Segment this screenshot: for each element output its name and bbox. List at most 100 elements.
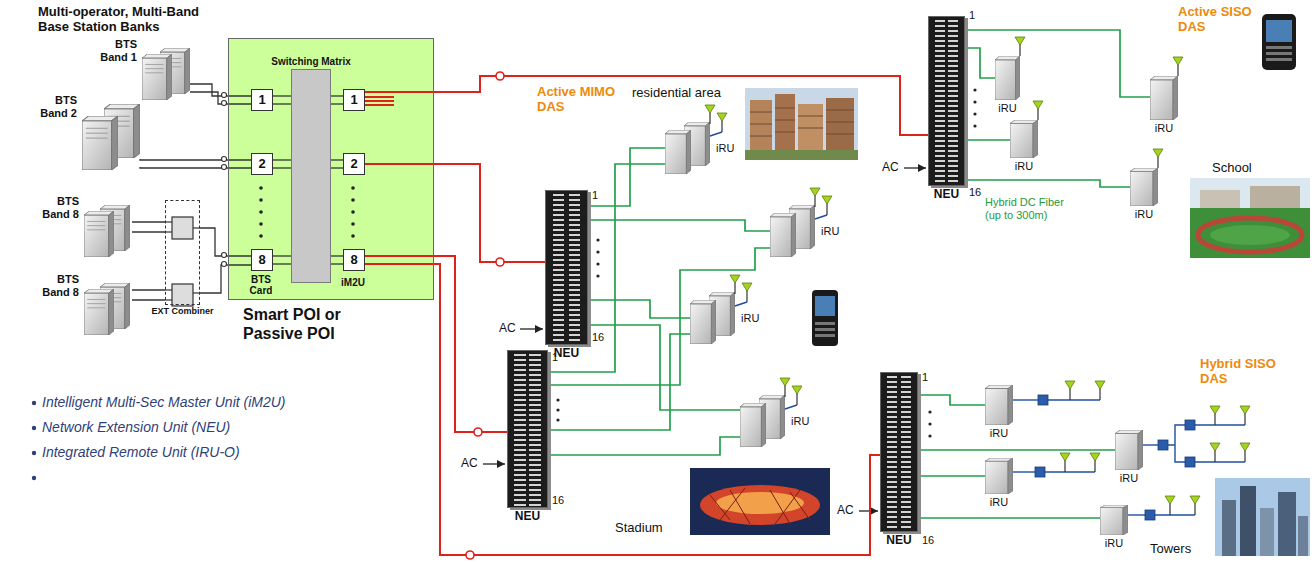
towers-photo [1278, 492, 1296, 556]
slot-dots [351, 234, 355, 238]
antenna-lead [1168, 425, 1185, 462]
hybrid-fiber [965, 180, 1130, 187]
slot-number: 1 [258, 92, 265, 108]
remote-unit: iRU [985, 458, 1013, 494]
school-photo [1190, 208, 1310, 258]
slot-dots [259, 186, 263, 190]
remote-unit-body [995, 56, 1020, 100]
antenna-symbol [1060, 453, 1070, 472]
unit-label: iRU [990, 496, 1008, 509]
remote-unit: iRU [1100, 505, 1128, 535]
antenna-symbol [1190, 496, 1200, 515]
port-dots [596, 250, 599, 253]
rf-cable [200, 228, 251, 256]
power-arrow [904, 167, 926, 168]
base-station-cabinet [142, 54, 172, 100]
school-photo [1190, 178, 1310, 258]
antenna-symbol [1095, 381, 1105, 400]
towers-photo [1222, 500, 1236, 556]
antenna-symbol [1165, 496, 1175, 515]
remote-unit-body [690, 300, 716, 344]
rf-cable [190, 92, 251, 104]
hybrid-fiber [588, 325, 740, 410]
slot-dots [351, 198, 355, 202]
rf-cable [331, 103, 343, 104]
extension-unit: NEU [545, 190, 588, 345]
extension-unit: NEU [507, 350, 548, 508]
bullet-dot [32, 401, 36, 480]
slot-number: 1 [350, 92, 357, 108]
residential-photo [826, 122, 854, 123]
handset-icon [815, 334, 835, 337]
port-dots [973, 88, 976, 91]
school-photo [1250, 186, 1300, 210]
port-dots [928, 422, 931, 425]
antenna-symbol [1153, 149, 1163, 168]
port-number: 1 [592, 189, 598, 202]
antenna-lead [1195, 461, 1245, 462]
abbreviation-note: Integrated Remote Unit (IRU-O) [42, 444, 240, 460]
slot-number: 2 [350, 156, 357, 172]
hybrid-fiber [588, 300, 690, 318]
port-dots [973, 112, 976, 115]
remote-unit-body [1150, 76, 1178, 120]
cable-connector [466, 551, 474, 559]
antenna-lead [735, 302, 747, 306]
port-number: 16 [592, 331, 604, 344]
hybrid-fiber [965, 48, 995, 78]
remote-unit: iRU [1010, 120, 1038, 158]
card-slot: 1 [343, 89, 365, 111]
site-label: residential area [632, 85, 721, 100]
hybrid-fiber [965, 30, 1150, 97]
slot-dots [351, 222, 355, 226]
antenna-lead [1155, 514, 1195, 515]
unit-label: NEU [934, 187, 959, 201]
towers-photo [1240, 486, 1256, 556]
port-dots [556, 398, 559, 401]
slot-dots [351, 210, 355, 214]
stadium-photo [775, 490, 800, 524]
antenna-symbol [1173, 57, 1183, 76]
port-dots [556, 408, 559, 411]
remote-unit-pair: iRU [665, 122, 712, 174]
bullet-dot [32, 401, 36, 405]
hybrid-fiber [965, 139, 1010, 141]
base-station: BTS Band 2 [80, 104, 140, 170]
remote-unit-body [665, 130, 691, 174]
unit-label: iRU [741, 312, 759, 325]
hybrid-fiber [918, 517, 1100, 519]
hybrid-fiber [918, 475, 985, 477]
combiner-symbol [165, 299, 172, 300]
port-number: 16 [969, 186, 981, 199]
combiner-symbol [193, 292, 200, 293]
unit-label: iRU [1015, 160, 1033, 173]
section-title: Active MIMO DAS [537, 84, 627, 114]
handset-icon [815, 322, 835, 325]
cable-connector [474, 428, 482, 436]
rf-cable [273, 167, 291, 168]
unit-label: iRU [990, 427, 1008, 440]
antenna-symbol [1240, 443, 1250, 462]
splitter-symbol [1145, 510, 1155, 520]
stadium-photo [710, 495, 730, 520]
residential-photo [745, 150, 858, 160]
unit-label: BTS Band 8 [33, 195, 79, 221]
cable-connector [222, 93, 227, 98]
stadium-photo [790, 492, 810, 520]
unit-label: NEU [515, 509, 540, 523]
unit-label: iRU [1120, 472, 1138, 485]
residential-photo [750, 108, 854, 136]
slot-number: 8 [258, 252, 265, 268]
rf-cable [132, 299, 165, 300]
splitter-symbol [1185, 457, 1195, 467]
port-number: 16 [922, 534, 934, 547]
rf-cable [331, 95, 343, 96]
bullet-dot [32, 451, 36, 455]
hybrid-fiber [918, 395, 985, 405]
remote-unit-body [985, 385, 1013, 425]
residential-photo [775, 132, 795, 133]
extension-unit: NEU [928, 16, 965, 186]
base-station-cabinet [84, 289, 114, 335]
residential-photo [798, 116, 823, 117]
combiner-symbol [165, 231, 172, 232]
